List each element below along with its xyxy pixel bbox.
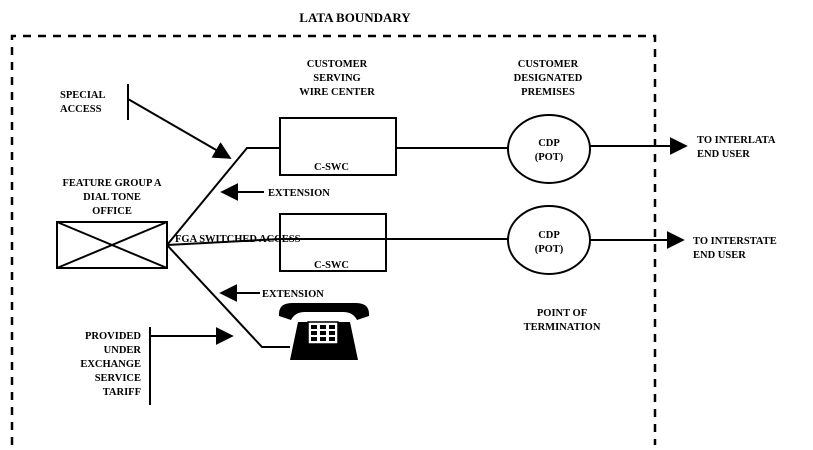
- svg-text:POINT OF: POINT OF: [537, 308, 587, 319]
- c-swc-box-top: C-SWC: [279, 117, 397, 176]
- office-x-box-icon: [56, 221, 168, 269]
- svg-text:TARIFF: TARIFF: [103, 387, 141, 398]
- svg-text:(POT): (POT): [535, 152, 564, 163]
- telephone-icon: [278, 303, 370, 360]
- provided-under-label: PROVIDED UNDER EXCHANGE SERVICE TARIFF: [80, 331, 141, 398]
- svg-text:END USER: END USER: [697, 149, 750, 160]
- point-of-termination-label: POINT OF TERMINATION: [524, 308, 601, 333]
- svg-text:PREMISES: PREMISES: [521, 87, 575, 98]
- svg-text:CDP: CDP: [538, 230, 560, 241]
- svg-text:WIRE CENTER: WIRE CENTER: [299, 87, 375, 98]
- svg-text:DIAL TONE: DIAL TONE: [83, 192, 141, 203]
- svg-text:SERVING: SERVING: [313, 73, 360, 84]
- svg-text:ACCESS: ACCESS: [60, 104, 102, 115]
- svg-text:OFFICE: OFFICE: [92, 206, 132, 217]
- svg-text:SPECIAL: SPECIAL: [60, 90, 106, 101]
- extension-top-label: EXTENSION: [268, 188, 330, 199]
- cdp-bottom: CDP (POT): [507, 205, 591, 275]
- svg-text:END USER: END USER: [693, 250, 746, 261]
- svg-text:(POT): (POT): [535, 244, 564, 255]
- cdp-top: CDP (POT): [507, 114, 591, 184]
- premises-header: CUSTOMER DESIGNATED PREMISES: [514, 59, 583, 98]
- fga-connection-lines: [166, 147, 290, 348]
- svg-text:CUSTOMER: CUSTOMER: [307, 59, 368, 70]
- svg-text:SERVICE: SERVICE: [95, 373, 141, 384]
- special-access-label: SPECIAL ACCESS: [60, 90, 106, 115]
- svg-text:FEATURE GROUP A: FEATURE GROUP A: [63, 178, 162, 189]
- svg-text:C-SWC: C-SWC: [314, 260, 349, 271]
- svg-text:DESIGNATED: DESIGNATED: [514, 73, 583, 84]
- svg-text:TERMINATION: TERMINATION: [524, 322, 601, 333]
- svg-text:C-SWC: C-SWC: [314, 162, 349, 173]
- interlata-label: TO INTERLATA END USER: [697, 135, 776, 160]
- special-access-line: [127, 98, 232, 159]
- svg-text:CDP: CDP: [538, 138, 560, 149]
- swc-header: CUSTOMER SERVING WIRE CENTER: [299, 59, 375, 98]
- svg-text:UNDER: UNDER: [104, 345, 142, 356]
- svg-text:TO INTERSTATE: TO INTERSTATE: [693, 236, 777, 247]
- svg-text:TO INTERLATA: TO INTERLATA: [697, 135, 776, 146]
- c-swc-box-bottom: C-SWC: [279, 213, 387, 272]
- fga-office-label: FEATURE GROUP A DIAL TONE OFFICE: [63, 178, 162, 217]
- svg-text:PROVIDED: PROVIDED: [85, 331, 141, 342]
- interstate-label: TO INTERSTATE END USER: [693, 236, 777, 261]
- extension-bottom-label: EXTENSION: [262, 289, 324, 300]
- lata-boundary-title: LATA BOUNDARY: [299, 10, 411, 25]
- fga-switched-access-label: FGA SWITCHED ACCESS: [175, 234, 301, 245]
- svg-text:CUSTOMER: CUSTOMER: [518, 59, 579, 70]
- svg-text:EXCHANGE: EXCHANGE: [80, 359, 141, 370]
